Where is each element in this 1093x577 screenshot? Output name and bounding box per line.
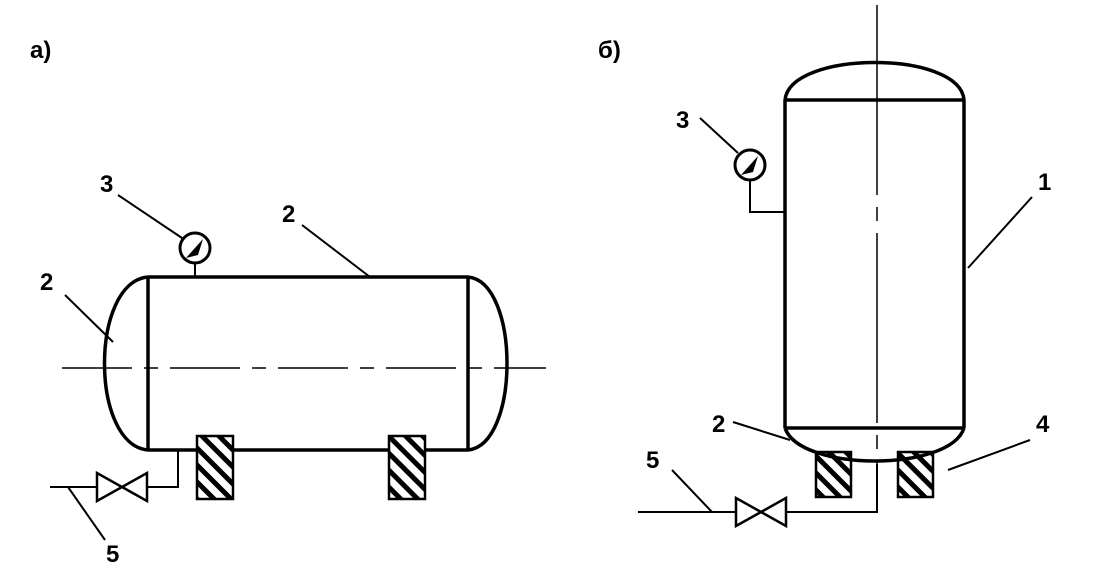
label-a-drain: 5 (106, 541, 119, 568)
label-b-head: 2 (712, 411, 725, 438)
label-b-drain: 5 (646, 447, 659, 474)
pressure-gauge-icon (733, 148, 785, 213)
head-right (467, 275, 509, 452)
label-b-support: 4 (1036, 411, 1050, 438)
valve-icon-half (758, 495, 788, 529)
valve-icon-half (119, 470, 149, 504)
pressure-gauge-icon (178, 231, 212, 277)
leader-b-drain (671, 469, 713, 513)
head-top (783, 60, 966, 101)
horizontal-vessel (102, 275, 509, 452)
valve-icon (95, 470, 125, 504)
drain-pipe-b1 (786, 464, 878, 513)
gauge-needle-a (186, 239, 203, 258)
label-b-gauge: 3 (676, 107, 689, 134)
head-left (102, 275, 149, 452)
head-bottom (783, 427, 966, 463)
drain-line-a (50, 450, 179, 504)
label-a-gauge: 3 (100, 171, 113, 198)
drain-line-b (638, 464, 878, 529)
support-left-b (814, 450, 853, 499)
leader-a-head (64, 294, 114, 343)
gauge-needle-b (741, 156, 758, 175)
leader-b-head (732, 421, 791, 441)
leader-b-shell (967, 196, 1033, 269)
leader-a-drain (67, 486, 106, 541)
support-left-a (195, 434, 235, 501)
leader-b-gauge (699, 117, 739, 154)
label-a-head: 2 (40, 269, 53, 296)
vertical-vessel (783, 60, 966, 463)
support-right-a (387, 434, 427, 501)
label-b-shell: 1 (1038, 169, 1051, 196)
panel-b-title: б) (598, 37, 621, 64)
label-a-shell: 2 (282, 201, 295, 228)
panel-b: б) (598, 5, 1051, 529)
leader-a-shell (301, 224, 371, 278)
gauge-dial-b (733, 148, 767, 182)
leader-b-support (947, 439, 1031, 471)
drain-pipe-a1 (148, 450, 179, 488)
valve-icon (734, 495, 764, 529)
leader-a-gauge (117, 194, 183, 239)
gauge-stem-b (749, 180, 785, 213)
panel-a: а) (30, 37, 546, 568)
gauge-dial-a (178, 231, 212, 265)
panel-a-title: а) (30, 37, 51, 64)
